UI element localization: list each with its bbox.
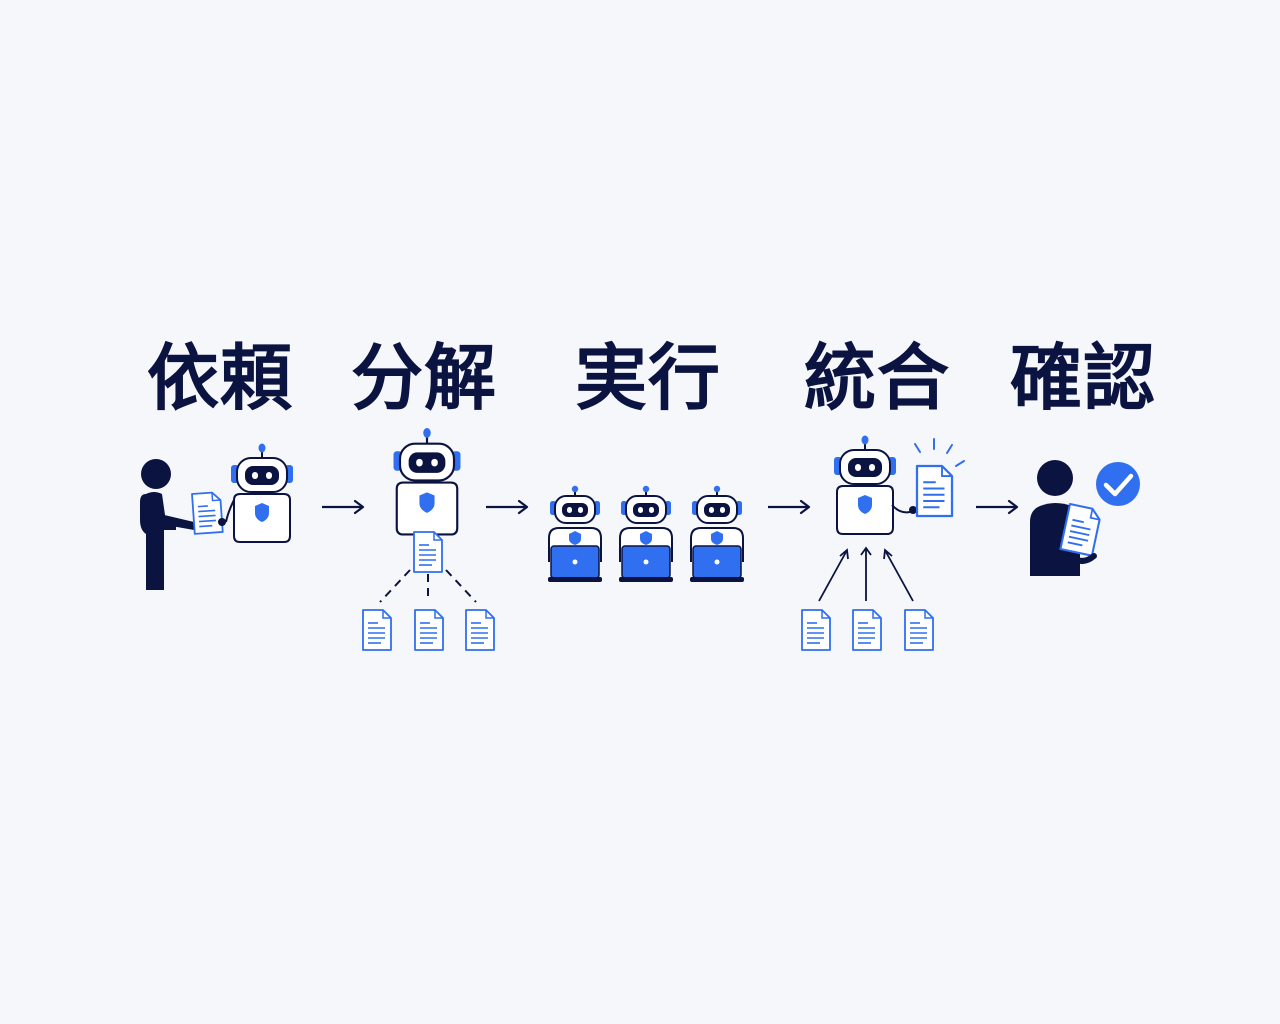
laptop-icon <box>618 484 674 583</box>
document-icon <box>801 609 831 651</box>
document-icon <box>852 609 882 651</box>
person-icon <box>140 459 194 590</box>
arrow-right-icon <box>320 499 365 515</box>
document-icon <box>915 464 954 518</box>
document-icon <box>362 609 392 651</box>
check-badge-icon <box>1096 462 1140 506</box>
document-icon <box>904 609 934 651</box>
stage-integrate-art <box>801 434 965 651</box>
arrow-right-icon <box>484 499 529 515</box>
document-icon <box>465 609 495 651</box>
stage-execute-art <box>547 484 745 583</box>
sparkle-icon <box>914 438 965 467</box>
laptop-icon <box>547 484 603 583</box>
arrow-right-icon <box>974 499 1019 515</box>
stage-label-request: 依頼 <box>146 336 293 420</box>
stage-label-integrate: 統合 <box>803 336 950 420</box>
stage-request-art <box>140 442 294 590</box>
robot-icon <box>833 434 917 535</box>
robot-icon <box>218 442 294 543</box>
stage-label-confirm: 確認 <box>1009 336 1156 420</box>
stage-label-decompose: 分解 <box>350 336 497 420</box>
document-icon <box>414 609 444 651</box>
robot-icon <box>392 426 462 536</box>
stage-confirm-art <box>1030 460 1140 576</box>
document-icon <box>413 531 443 573</box>
stage-label-execute: 実行 <box>574 336 721 420</box>
stage-decompose-art <box>362 426 495 651</box>
document-icon <box>191 491 224 535</box>
laptop-icon <box>689 484 745 583</box>
arrow-right-icon <box>766 499 811 515</box>
